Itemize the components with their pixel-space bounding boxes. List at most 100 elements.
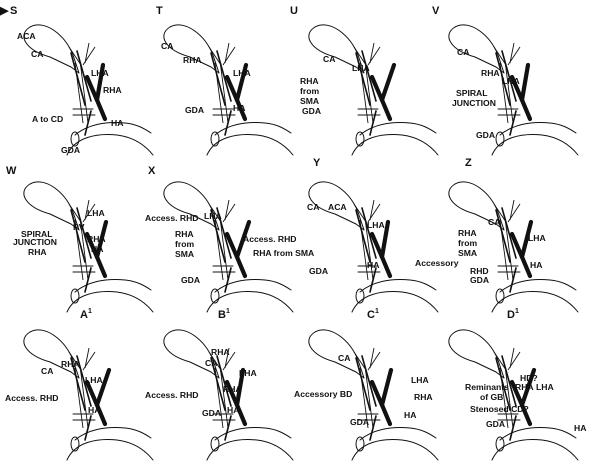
structure-label: ACA bbox=[17, 31, 36, 41]
structure-label: GDA bbox=[350, 417, 369, 427]
panel-letter-superscript: 1 bbox=[226, 308, 230, 315]
structure-label: GDA bbox=[309, 266, 328, 276]
structure-label: CA bbox=[457, 47, 469, 57]
structure-label: RHA bbox=[175, 229, 194, 239]
panel-t: T CA RHA LHA GDA HA bbox=[156, 5, 294, 156]
structure-label: GDA bbox=[185, 105, 204, 115]
structure-label: PV bbox=[73, 222, 85, 232]
structure-label: RHA bbox=[481, 68, 500, 78]
structure-label: RHA bbox=[28, 247, 47, 257]
structure-label: Reminants bbox=[465, 382, 509, 392]
panel-letter: T bbox=[156, 5, 163, 17]
panel-letter-superscript: 1 bbox=[88, 308, 92, 315]
structure-label: LHA bbox=[204, 211, 222, 221]
structure-label: LHA bbox=[233, 68, 251, 78]
structure-label: from bbox=[175, 239, 194, 249]
marker-arrow-icon: ▶ bbox=[0, 5, 9, 17]
panel-letter: W bbox=[6, 165, 17, 177]
structure-label: JUNCTION bbox=[452, 98, 496, 108]
structure-label: Access. RHD bbox=[5, 393, 59, 403]
structure-label: Accessory bbox=[415, 258, 459, 268]
structure-label: Stenosed CD? bbox=[470, 404, 529, 414]
structure-label: SPIRAL bbox=[456, 88, 488, 98]
structure-label: CA bbox=[323, 54, 335, 64]
structure-label: CA bbox=[161, 41, 173, 51]
panel-letter: B1 bbox=[218, 308, 230, 321]
structure-label: LHA bbox=[91, 68, 109, 78]
structure-label: GDA bbox=[202, 408, 221, 418]
structure-label: SMA bbox=[175, 249, 194, 259]
panel-letter: C1 bbox=[367, 308, 379, 321]
structure-label: CA bbox=[205, 358, 217, 368]
structure-label: RHA bbox=[458, 228, 477, 238]
structure-label: HA bbox=[530, 260, 542, 270]
structure-label: HA bbox=[91, 244, 103, 254]
panel-letter: A1 bbox=[80, 308, 92, 321]
structure-label: Accessory BD bbox=[294, 389, 352, 399]
structure-label: HD? bbox=[520, 373, 538, 383]
structure-label: HA bbox=[574, 423, 586, 433]
structure-label: GDA bbox=[486, 419, 505, 429]
structure-label: Access. RHD bbox=[145, 213, 199, 223]
structure-label: ACA bbox=[328, 202, 347, 212]
structure-label: CA bbox=[41, 366, 53, 376]
panel-letter: V bbox=[432, 5, 440, 17]
structure-label: GDA bbox=[476, 130, 495, 140]
structure-label: SMA bbox=[300, 96, 319, 106]
structure-label: HA bbox=[88, 405, 100, 415]
structure-label: HA bbox=[233, 103, 245, 113]
structure-label: RHD bbox=[470, 266, 489, 276]
structure-label: RHA bbox=[103, 85, 122, 95]
structure-label: CA bbox=[338, 353, 350, 363]
panel-letter: S bbox=[10, 5, 17, 17]
structure-label: GDA bbox=[181, 275, 200, 285]
panel-letter: Z bbox=[465, 157, 472, 169]
structure-label: LHA bbox=[87, 208, 105, 218]
structure-label: LHA bbox=[239, 368, 257, 378]
structure-label: LHA bbox=[528, 233, 546, 243]
structure-label: HA bbox=[367, 260, 379, 270]
panel-letter: U bbox=[290, 5, 298, 17]
structure-label: HA bbox=[111, 118, 123, 128]
structure-label: HA bbox=[227, 405, 239, 415]
structure-label: RHA bbox=[183, 55, 202, 65]
structure-label: CA bbox=[31, 49, 43, 59]
structure-label: LHA bbox=[411, 375, 429, 385]
structure-label: CA bbox=[488, 217, 500, 227]
structure-label: RHA bbox=[211, 347, 230, 357]
structure-label: from bbox=[300, 86, 319, 96]
panel-letter-superscript: 1 bbox=[515, 308, 519, 315]
structure-label: SMA bbox=[458, 248, 477, 258]
structure-label: LHA bbox=[502, 76, 520, 86]
structure-label: A to CD bbox=[32, 114, 63, 124]
structure-label: RHA bbox=[223, 384, 242, 394]
panel-s: S ACA CA LHA RHA A to CD HA GDA bbox=[10, 5, 154, 156]
structure-label: RHA bbox=[61, 359, 80, 369]
structure-label: Access. RHD bbox=[243, 234, 297, 244]
structure-label: JUNCTION bbox=[13, 237, 57, 247]
structure-label: RHA bbox=[87, 234, 106, 244]
structure-label: RHA bbox=[515, 382, 534, 392]
structure-label: SPIRAL bbox=[21, 229, 53, 239]
panel-letter: Y bbox=[313, 157, 321, 169]
structure-label: GDA bbox=[302, 106, 321, 116]
panel-letter: D1 bbox=[507, 308, 519, 321]
structure-label: GDA bbox=[61, 145, 80, 155]
panel-letter-superscript: 1 bbox=[375, 308, 379, 315]
structure-label: LHA bbox=[352, 63, 370, 73]
panel-letter: X bbox=[148, 165, 156, 177]
structure-label: Access. RHD bbox=[145, 390, 199, 400]
structure-label: GDA bbox=[470, 275, 489, 285]
structure-label: from bbox=[458, 238, 477, 248]
